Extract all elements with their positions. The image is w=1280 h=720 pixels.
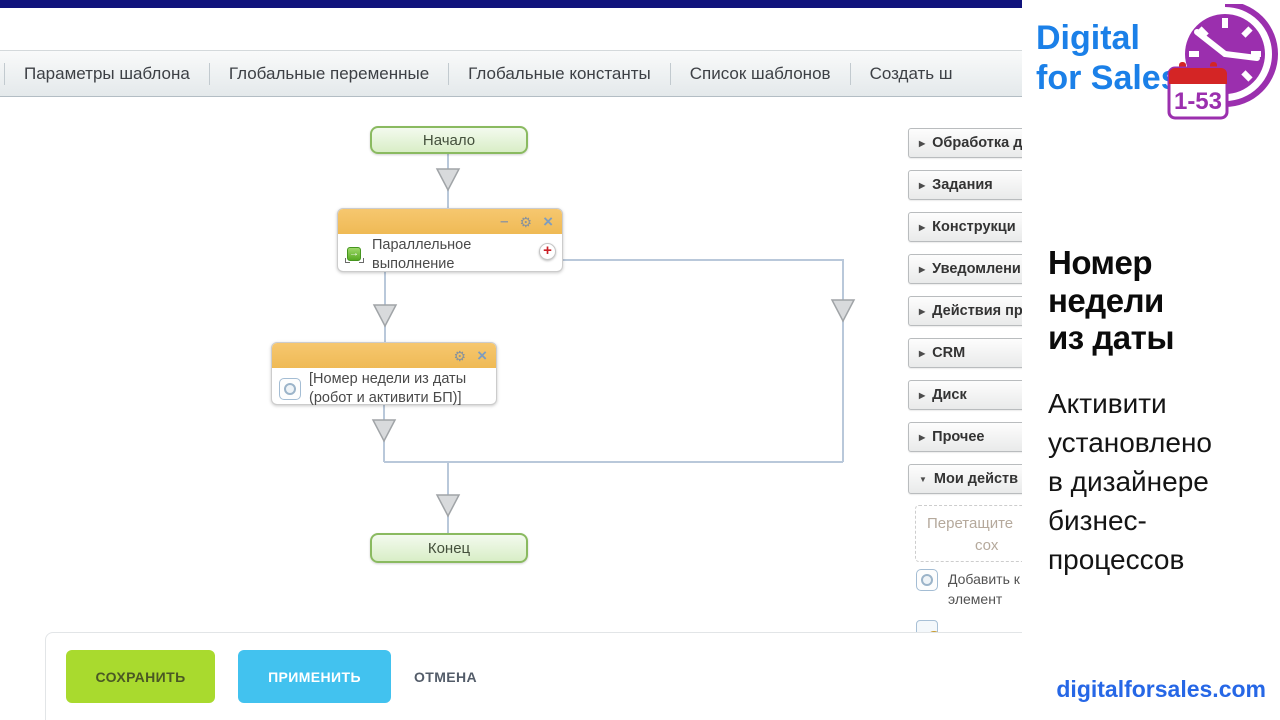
block-body: [Номер недели из даты (робот и активити … <box>272 368 496 408</box>
sidebar-description-line: Активити <box>1048 388 1167 419</box>
category-label: Прочее <box>932 429 985 445</box>
palette-item-add-element[interactable]: Добавить к элемент <box>916 569 1020 609</box>
template-tab-bar: Параметры шаблона Глобальные переменные … <box>0 50 1022 97</box>
save-button[interactable]: СОХРАНИТЬ <box>66 650 215 703</box>
palette-category-constructs[interactable]: ▶ Конструкци <box>908 212 1022 242</box>
category-label: Задания <box>932 177 993 193</box>
settings-gear-icon[interactable]: ⚙ <box>453 347 467 364</box>
activity-icon <box>916 569 938 591</box>
category-label: Конструкци <box>932 219 1016 235</box>
close-icon[interactable]: × <box>477 346 487 365</box>
browser-top-bar <box>0 0 1022 8</box>
caret-right-icon: ▶ <box>919 348 926 358</box>
calendar-badge: 1-53 <box>1167 62 1229 120</box>
palette-category-tasks[interactable]: ▶ Задания <box>908 170 1022 200</box>
palette-category-document-processing[interactable]: ▶ Обработка д <box>908 128 1022 158</box>
parallel-execution-icon: → <box>345 247 364 263</box>
branding-sidebar: Digital for Sales <box>1022 0 1280 720</box>
block-title: Параллельное выполнение <box>372 236 471 274</box>
tab-global-variables[interactable]: Глобальные переменные <box>228 63 430 83</box>
minimize-icon[interactable]: – <box>500 213 509 230</box>
palette-category-crm[interactable]: ▶ CRM <box>908 338 1022 368</box>
website-link[interactable]: digitalforsales.com <box>1056 676 1266 702</box>
category-label: Действия пр <box>932 303 1022 319</box>
tab-global-constants[interactable]: Глобальные константы <box>468 63 651 83</box>
palette-item-label: Добавить к элемент <box>948 569 1020 609</box>
palette-category-notifications[interactable]: ▶ Уведомлени <box>908 254 1022 284</box>
caret-right-icon: ▶ <box>919 390 926 400</box>
week-number-activity-block[interactable]: ⚙ × [Номер недели из даты (робот и актив… <box>271 342 497 408</box>
category-label: CRM <box>932 345 966 361</box>
block-header: ⚙ × <box>272 343 496 368</box>
parallel-execution-block[interactable]: – ⚙ × → Параллельное выполнение + <box>337 208 563 272</box>
palette-category-my-actions[interactable]: ▼ Мои действ <box>908 464 1022 494</box>
category-label: Обработка д <box>932 135 1022 151</box>
sidebar-heading-line: Номер <box>1048 244 1152 281</box>
sidebar-description-line: бизнес- <box>1048 505 1147 536</box>
caret-right-icon: ▶ <box>919 138 926 148</box>
palette-item-label-line: Добавить к <box>948 571 1020 587</box>
category-label: Мои действ <box>933 471 1019 487</box>
palette-category-disk[interactable]: ▶ Диск <box>908 380 1022 410</box>
tab-separator <box>4 62 5 85</box>
settings-gear-icon[interactable]: ⚙ <box>519 213 533 230</box>
sidebar-description-line: установлено <box>1048 427 1212 458</box>
tab-separator <box>448 62 450 85</box>
add-branch-button[interactable]: + <box>539 243 556 260</box>
tab-separator <box>849 62 851 85</box>
category-label: Диск <box>932 387 967 403</box>
caret-right-icon: ▶ <box>919 432 926 442</box>
caret-right-icon: ▶ <box>919 222 926 232</box>
apply-button[interactable]: ПРИМЕНИТЬ <box>238 650 391 703</box>
end-node[interactable]: Конец <box>370 533 528 563</box>
palette-category-other[interactable]: ▶ Прочее <box>908 422 1022 452</box>
block-title: [Номер недели из даты (робот и активити … <box>309 370 466 408</box>
tab-separator <box>669 62 671 85</box>
tab-create-template[interactable]: Создать ш <box>869 63 953 83</box>
dropzone-text-line: сох <box>975 537 999 554</box>
sidebar-description-line: в дизайнере <box>1048 466 1209 497</box>
block-header: – ⚙ × <box>338 209 562 234</box>
sidebar-description-line: процессов <box>1048 544 1185 575</box>
clock-hands <box>1194 29 1260 61</box>
caret-right-icon: ▶ <box>919 264 926 274</box>
block-title-line: выполнение <box>372 256 455 272</box>
sidebar-heading-line: из даты <box>1048 319 1175 356</box>
bizproc-designer: Параметры шаблона Глобальные переменные … <box>0 0 1022 720</box>
brand-logo-text: Digital for Sales <box>1036 18 1180 98</box>
activity-icon <box>279 378 301 400</box>
cancel-button[interactable]: ОТМЕНА <box>414 668 478 685</box>
block-title-line: (робот и активити БП)] <box>309 390 462 406</box>
caret-down-icon: ▼ <box>919 474 927 484</box>
actions-palette: ▶ Обработка д ▶ Задания ▶ Конструкци ▶ У… <box>908 128 1022 645</box>
caret-right-icon: ▶ <box>919 180 926 190</box>
sidebar-heading-line: недели <box>1048 281 1164 319</box>
tab-template-params[interactable]: Параметры шаблона <box>24 63 190 83</box>
brand-logo-line: Digital <box>1036 19 1140 57</box>
dropzone-text-line: Перетащите <box>927 515 1014 532</box>
palette-category-process-actions[interactable]: ▶ Действия пр <box>908 296 1022 326</box>
tab-separator <box>208 62 210 85</box>
block-title-line: Параллельное <box>372 237 472 253</box>
sidebar-description: Активити установлено в дизайнере бизнес-… <box>1048 384 1212 579</box>
category-label: Уведомлени <box>932 261 1021 277</box>
palette-dropzone: Перетащите сох <box>915 505 1022 562</box>
parallel-arrow-glyph: → <box>347 247 361 261</box>
block-title-line: [Номер недели из даты <box>309 371 467 387</box>
action-footer: СОХРАНИТЬ ПРИМЕНИТЬ ОТМЕНА <box>45 632 1022 720</box>
brand-logo-line: for Sales <box>1036 59 1180 97</box>
palette-item-label-line: элемент <box>948 591 1003 607</box>
start-node[interactable]: Начало <box>370 126 528 154</box>
tab-template-list[interactable]: Список шаблонов <box>689 63 831 83</box>
block-body: → Параллельное выполнение <box>338 234 562 274</box>
close-icon[interactable]: × <box>543 212 553 231</box>
clock-calendar-logo-icon: 1-53 <box>1167 4 1278 120</box>
week-range-badge: 1-53 <box>1174 88 1222 115</box>
caret-right-icon: ▶ <box>919 306 926 316</box>
sidebar-heading: Номер недели из даты <box>1048 244 1175 357</box>
